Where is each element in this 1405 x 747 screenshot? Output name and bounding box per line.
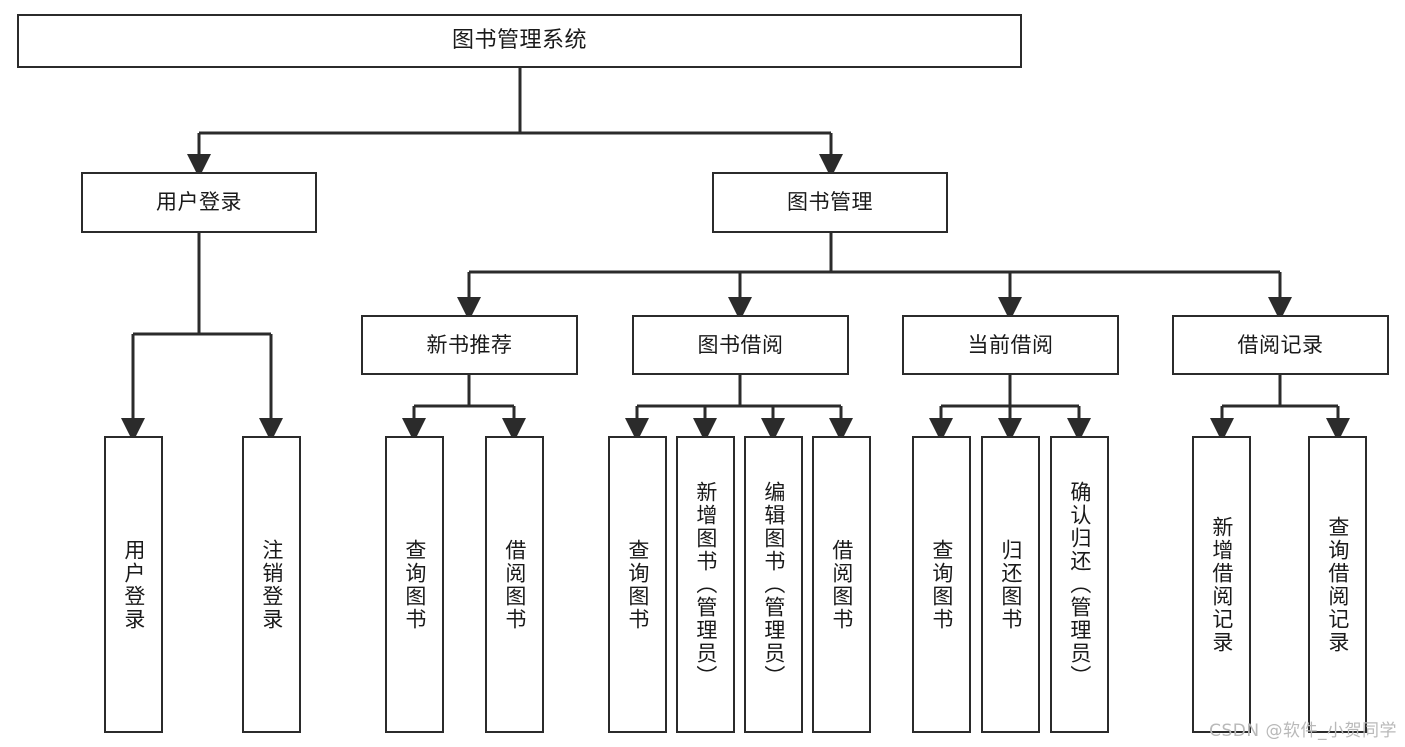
node-user-login-label: 用户登录 — [156, 190, 242, 215]
node-leaf-query-borrow-record[interactable]: 查询借阅记录 — [1308, 436, 1367, 733]
node-leaf-edit-book-label: 编辑图书（管理员） — [761, 481, 786, 688]
node-leaf-add-borrow-record[interactable]: 新增借阅记录 — [1192, 436, 1251, 733]
node-new-book-recommend-label: 新书推荐 — [426, 332, 513, 357]
node-new-book-recommend[interactable]: 新书推荐 — [361, 315, 578, 375]
node-leaf-query-book-1-label: 查询图书 — [402, 538, 427, 631]
node-leaf-query-book-2-label: 查询图书 — [625, 538, 650, 631]
node-leaf-user-logout[interactable]: 注销登录 — [242, 436, 301, 733]
node-root[interactable]: 图书管理系统 — [17, 14, 1022, 68]
node-book-borrow-label: 图书借阅 — [697, 332, 784, 357]
node-leaf-confirm-return-label: 确认归还（管理员） — [1067, 481, 1092, 688]
node-leaf-query-book-3[interactable]: 查询图书 — [912, 436, 971, 733]
watermark: CSDN @软件_小贺同学 — [1209, 721, 1397, 741]
node-leaf-borrow-book-1-label: 借阅图书 — [502, 538, 527, 631]
node-leaf-borrow-book-2-label: 借阅图书 — [829, 538, 854, 631]
node-root-label: 图书管理系统 — [451, 28, 587, 54]
node-leaf-return-book-label: 归还图书 — [998, 538, 1023, 631]
node-current-borrow[interactable]: 当前借阅 — [902, 315, 1119, 375]
node-current-borrow-label: 当前借阅 — [967, 332, 1054, 357]
node-leaf-query-book-1[interactable]: 查询图书 — [385, 436, 444, 733]
node-leaf-confirm-return[interactable]: 确认归还（管理员） — [1050, 436, 1109, 733]
node-book-borrow[interactable]: 图书借阅 — [632, 315, 849, 375]
node-leaf-add-book-label: 新增图书（管理员） — [693, 481, 718, 688]
node-leaf-user-login[interactable]: 用户登录 — [104, 436, 163, 733]
node-book-manage-label: 图书管理 — [787, 190, 873, 215]
node-leaf-return-book[interactable]: 归还图书 — [981, 436, 1040, 733]
node-leaf-borrow-book-1[interactable]: 借阅图书 — [485, 436, 544, 733]
node-leaf-add-borrow-record-label: 新增借阅记录 — [1209, 515, 1234, 654]
node-borrow-record[interactable]: 借阅记录 — [1172, 315, 1389, 375]
node-user-login[interactable]: 用户登录 — [81, 172, 317, 233]
node-leaf-add-book[interactable]: 新增图书（管理员） — [676, 436, 735, 733]
node-borrow-record-label: 借阅记录 — [1237, 332, 1324, 357]
node-leaf-query-book-2[interactable]: 查询图书 — [608, 436, 667, 733]
node-leaf-borrow-book-2[interactable]: 借阅图书 — [812, 436, 871, 733]
node-leaf-query-book-3-label: 查询图书 — [929, 538, 954, 631]
node-leaf-query-borrow-record-label: 查询借阅记录 — [1325, 515, 1350, 654]
node-leaf-user-login-label: 用户登录 — [121, 538, 146, 631]
node-leaf-edit-book[interactable]: 编辑图书（管理员） — [744, 436, 803, 733]
node-book-manage[interactable]: 图书管理 — [712, 172, 948, 233]
node-leaf-user-logout-label: 注销登录 — [259, 538, 284, 631]
